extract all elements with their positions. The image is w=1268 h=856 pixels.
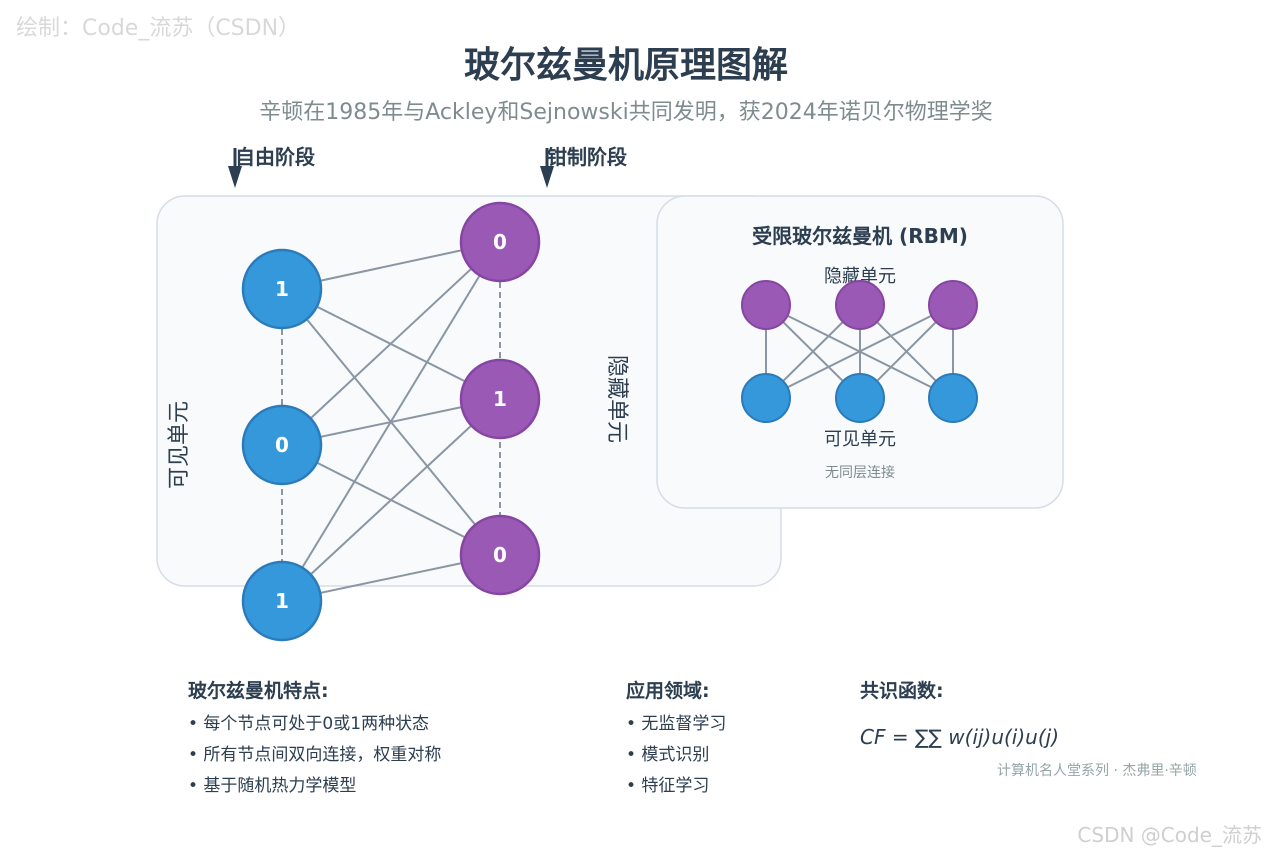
hidden-node-3	[459, 514, 541, 596]
features-item: • 每个节点可处于0或1两种状态	[188, 714, 430, 734]
rbm-hidden-node-2	[835, 280, 885, 330]
page-title: 玻尔兹曼机原理图解	[463, 45, 788, 86]
hidden-node-1	[459, 201, 541, 283]
hidden-node-1-value: 0	[493, 230, 507, 254]
rbm-note: 无同层连接	[825, 464, 895, 481]
rbm-hidden-node-3	[928, 280, 978, 330]
rbm-hidden-node-1	[741, 280, 791, 330]
visible-node-2-value: 0	[275, 433, 289, 457]
page-subtitle: 辛顿在1985年与Ackley和Sejnowski共同发明，获2024年诺贝尔物…	[259, 100, 993, 125]
rbm-visible-node-3	[928, 373, 978, 423]
visible-units-label: 可见单元	[167, 401, 192, 489]
features-section: 玻尔兹曼机特点: • 每个节点可处于0或1两种状态 • 所有节点间双向连接，权重…	[188, 676, 441, 802]
network-edges	[281, 241, 501, 602]
applications-item: • 特征学习	[626, 776, 710, 796]
visible-node-3-value: 1	[275, 589, 289, 613]
features-item: • 基于随机热力学模型	[188, 776, 357, 796]
consensus-title: 共识函数:	[860, 680, 944, 702]
series-note: 计算机名人堂系列 · 杰弗里·辛顿	[997, 763, 1197, 779]
clamped-phase-arrow	[540, 148, 554, 188]
free-phase-arrow	[228, 148, 242, 188]
rbm-visible-node-2	[835, 373, 885, 423]
free-phase-label: 自由阶段	[235, 145, 315, 169]
visible-node-1	[241, 248, 323, 330]
rbm-hidden-label: 隐藏单元	[824, 266, 896, 287]
features-item: • 所有节点间双向连接，权重对称	[188, 745, 442, 765]
rbm-visible-label: 可见单元	[824, 429, 896, 450]
hidden-node-3-value: 0	[493, 543, 507, 567]
clamped-phase-label: 钳制阶段	[547, 145, 627, 169]
consensus-formula: CF = ∑∑ w(ij)u(i)u(j)	[860, 725, 1060, 749]
rbm-title: 受限玻尔兹曼机 (RBM)	[752, 224, 968, 248]
applications-section: 应用领域: • 无监督学习 • 模式识别 • 特征学习	[626, 676, 726, 802]
hidden-node-2-value: 1	[493, 387, 507, 411]
applications-item: • 模式识别	[626, 745, 710, 765]
hidden-units-label: 隐藏单元	[604, 355, 629, 443]
watermark-bottom: CSDN @Code_流苏	[1077, 823, 1262, 847]
features-title: 玻尔兹曼机特点:	[188, 680, 329, 702]
consensus-section: 共识函数: CF = ∑∑ w(ij)u(i)u(j)	[860, 676, 1059, 749]
applications-item: • 无监督学习	[626, 714, 727, 734]
watermark-top: 绘制：Code_流苏（CSDN）	[16, 16, 301, 41]
applications-title: 应用领域:	[626, 680, 710, 702]
visible-node-2	[241, 404, 323, 486]
rbm-visible-node-1	[741, 373, 791, 423]
visible-node-1-value: 1	[275, 277, 289, 301]
visible-node-3	[241, 560, 323, 642]
hidden-node-2	[459, 358, 541, 440]
